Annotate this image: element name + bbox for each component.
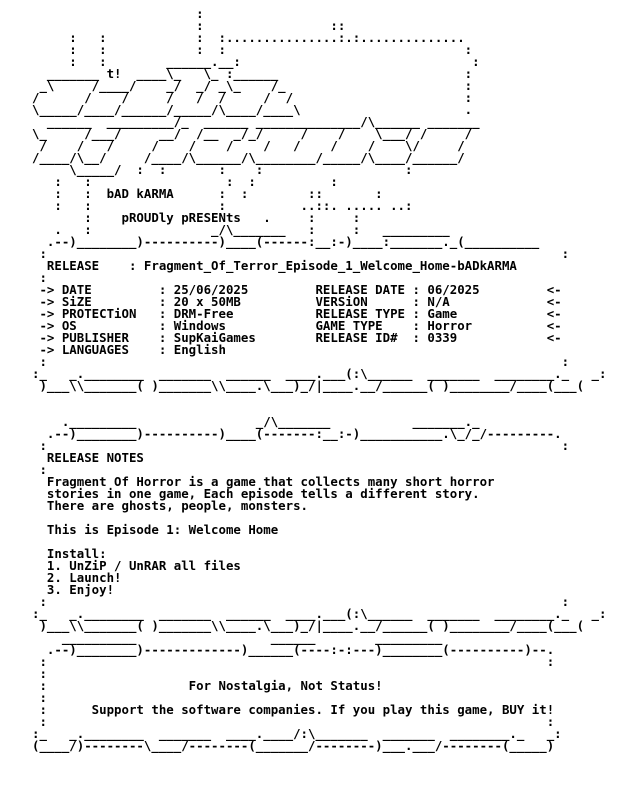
nfo-line: Install: [32,546,107,561]
nfo-line: (____/)--------\____/--------(_______/--… [32,738,555,753]
nfo-line: : : [32,654,555,669]
nfo-line: / / / / / / / / : [32,90,473,105]
nfo-line: \_ /___/ __/ /__ _/_/ / / \___/ / / [32,126,473,141]
nfo-line: / / / / / / / / / / \/ / [32,138,465,153]
nfo-line: __________ ______ _________ [32,630,443,645]
nfo-line: : : [32,438,570,453]
nfo-line: 2. Launch! [32,570,122,585]
nfo-line: \_____/ : : : : : [32,162,413,177]
nfo-line: : Support the software companies. If you… [32,702,555,717]
nfo-line: Fragment Of Horror is a game that collec… [32,474,495,489]
nfo-line: .--)________)----------)____(------:__:-… [32,234,540,249]
nfo-release-text: : : :: : : : :...............:.:........… [32,6,624,753]
nfo-line: -> DATE : 25/06/2025 RELEASE DATE : 06/2… [32,282,562,297]
nfo-line: : [32,270,47,285]
nfo-line: : [32,666,47,681]
nfo-line: _______ t! ____\_ \_ :______ : [32,66,473,81]
nfo-line: -> LANGUAGES : English [32,342,226,357]
nfo-line: .--)________)----------)____(-------:__:… [32,426,562,441]
nfo-line: ______ _________/_ ______ ______________… [32,114,480,129]
nfo-line: . : _/\_______ : : _________ [32,222,450,237]
nfo-line: : : [32,594,570,609]
nfo-line: : : [32,714,555,729]
nfo-line: -> OS : Windows GAME TYPE : Horror <- [32,318,562,333]
nfo-line: : : : : : [32,42,473,57]
nfo-line: There are ghosts, people, monsters. [32,498,309,513]
nfo-line: -> SiZE : 20 x 50MB VERSiON : N/A <- [32,294,562,309]
nfo-line: /____/\__/ /____/\______/\________/_____… [32,150,465,165]
nfo-line: 1. UnZiP / UnRAR all files [32,558,241,573]
nfo-line: :_ _.________ _______ ____.____/:\______… [32,726,562,741]
nfo-line: ._________ _/\_______ _______._ [32,414,480,429]
nfo-line: This is Episode 1: Welcome Home [32,522,279,537]
nfo-line: .--)________)-------------)______(----:-… [32,642,555,657]
nfo-line: : : ______.__: : [32,54,480,69]
nfo-line: -> PROTECTiON : DRM-Free RELEASE TYPE : … [32,306,562,321]
nfo-line: : : [32,246,570,261]
nfo-line: : [32,6,204,21]
nfo-line: : For Nostalgia, Not Status! [32,678,383,693]
nfo-line: :_ _.________ _______ ______ ____.___(:\… [32,606,607,621]
nfo-line: stories in one game, Each episode tells … [32,486,480,501]
nfo-line [32,536,624,548]
nfo-line: _\ /____/ _/ _/ _\_ /_ : [32,78,473,93]
nfo-line: 3. Enjoy! [32,582,115,597]
nfo-line [32,392,624,404]
nfo-line: : : : : : [32,174,338,189]
nfo-line: RELEASE : Fragment_Of_Terror_Episode_1_W… [32,258,517,273]
nfo-line: : :: [32,18,346,33]
nfo-line: -> PUBLISHER : SupKaiGames RELEASE ID# :… [32,330,562,345]
nfo-line: : pROUDly pRESENts . : : [32,210,361,225]
nfo-line: RELEASE NOTES [32,450,144,465]
nfo-line: : [32,462,47,477]
nfo-line: )___\\_______( )_______\\____.\___)_/|__… [32,378,585,393]
nfo-line: :_ _.________ _______ ______ ____.___(:\… [32,366,607,381]
nfo-line: : : [32,354,570,369]
nfo-line: : [32,690,47,705]
nfo-line: : : bAD kARMA : : :: : [32,186,383,201]
nfo-line: : : : :...............:.:.............. [32,30,465,45]
nfo-line: \_____/____/______/_____/\____/____\ . [32,102,473,117]
nfo-line: : : : ..::. ..... ..: [32,198,413,213]
nfo-line: )___\\_______( )_______\\____.\___)_/|__… [32,618,585,633]
